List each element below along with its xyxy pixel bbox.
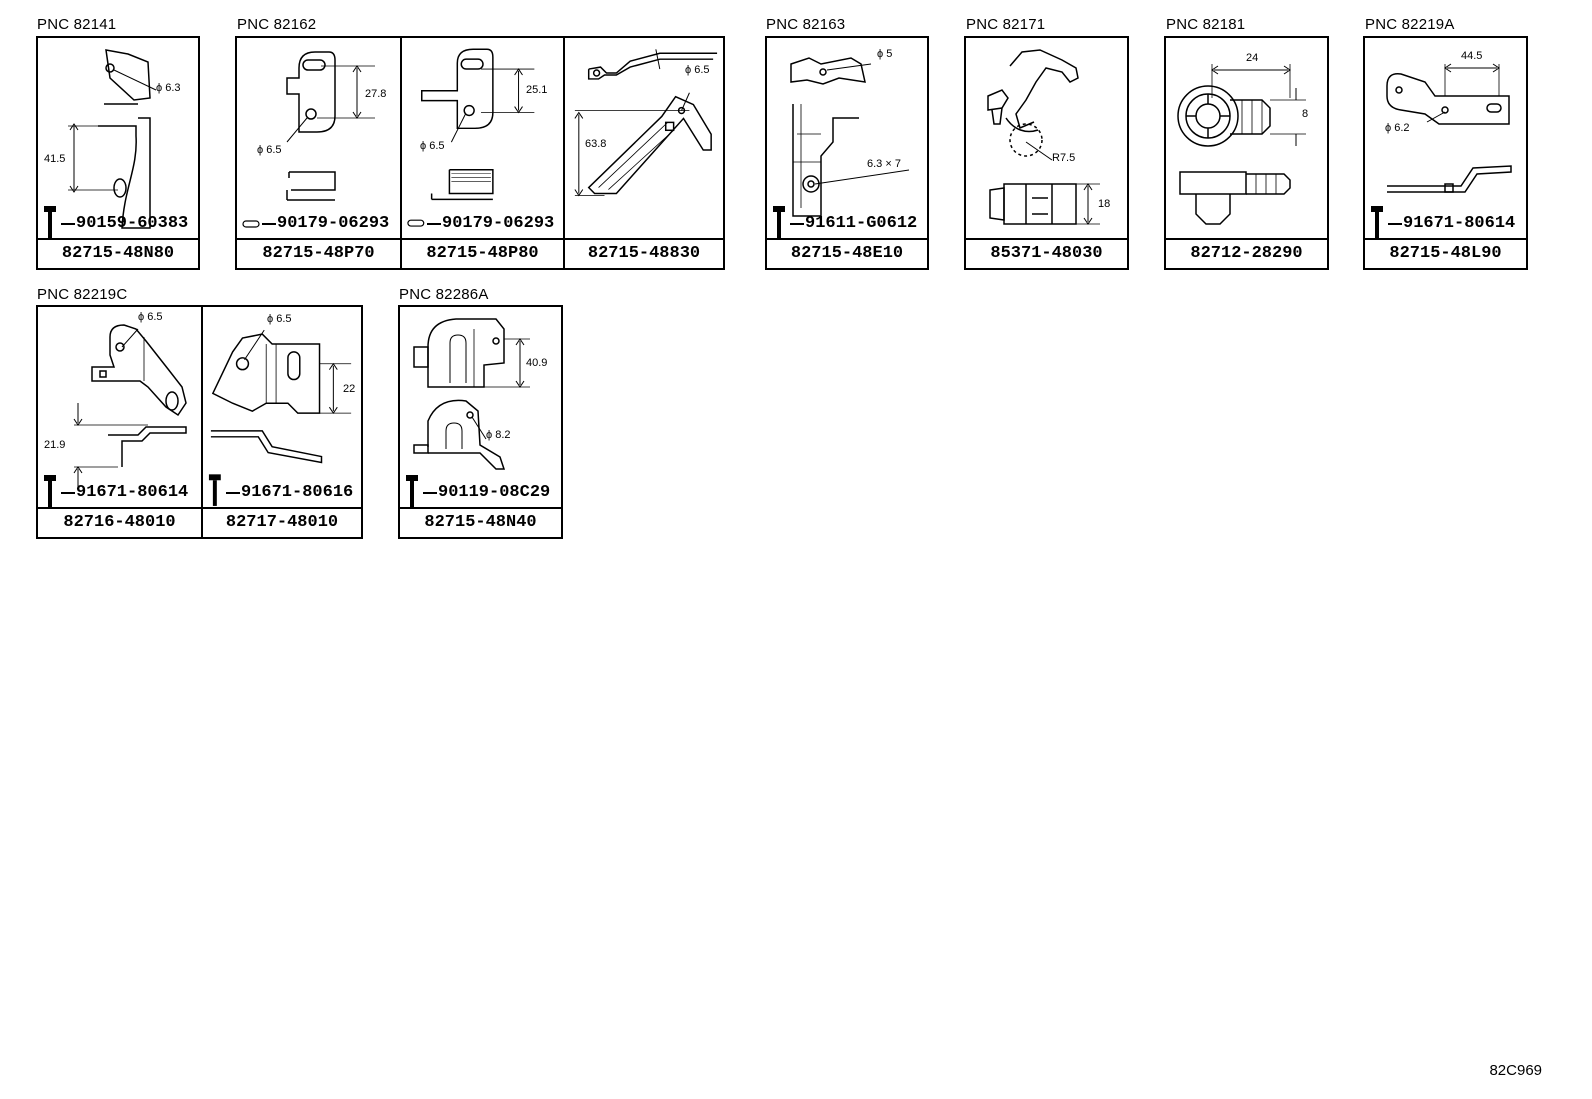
pnc-label: PNC 82163 bbox=[766, 16, 846, 33]
part-drawing bbox=[44, 324, 187, 507]
fastener-number: 90159-60383 bbox=[76, 214, 189, 233]
part-cell[interactable]: 44.5 ϕ 6.2 91671-80614 82715-48L90 bbox=[1365, 38, 1526, 268]
dimension-label: 21.9 bbox=[44, 439, 66, 451]
dimension-label: ϕ 6.5 bbox=[257, 144, 282, 156]
part-drawing bbox=[987, 49, 1100, 225]
leader-line bbox=[427, 223, 441, 225]
dimension-label: 24 bbox=[1246, 52, 1259, 64]
dimension-label: 63.8 bbox=[585, 138, 607, 150]
dimension-label: 40.9 bbox=[526, 357, 548, 369]
leader-line bbox=[226, 492, 240, 494]
dimension-label: ϕ 8.2 bbox=[486, 429, 511, 441]
part-drawing bbox=[407, 48, 535, 227]
part-box-82181: 24 8 82712-28290 bbox=[1164, 36, 1329, 270]
pnc-label: PNC 82286A bbox=[399, 286, 489, 303]
part-number: 82712-28290 bbox=[1166, 238, 1327, 268]
leader-line bbox=[423, 492, 437, 494]
part-number: 82715-48830 bbox=[565, 238, 723, 268]
dimension-label: 27.8 bbox=[365, 88, 387, 100]
part-box-82163: ϕ 5 6.3 × 7 91611-G0612 82715-48E10 bbox=[765, 36, 929, 270]
part-cell[interactable]: ϕ 6.5 63.8 82715-48830 bbox=[563, 38, 723, 268]
diagram-id: 82C969 bbox=[1489, 1062, 1542, 1079]
part-drawing bbox=[1371, 63, 1512, 238]
part-box-82141: ϕ 6.3 41.5 90159-60383 82715-48N80 bbox=[36, 36, 200, 270]
part-drawing bbox=[406, 318, 530, 507]
fastener-callout: 91611-G0612 bbox=[789, 214, 917, 234]
pnc-label: PNC 82181 bbox=[1166, 16, 1246, 33]
leader-line bbox=[262, 223, 276, 225]
part-number: 82715-48N40 bbox=[400, 507, 561, 537]
dimension-label: 41.5 bbox=[44, 153, 66, 165]
part-number: 82715-48L90 bbox=[1365, 238, 1526, 268]
dimension-label: 8 bbox=[1302, 108, 1309, 120]
fastener-number: 90179-06293 bbox=[442, 214, 555, 233]
part-box-82219C: ϕ 6.5 21.9 91671-80614 82716-48010 ϕ 6.5… bbox=[36, 305, 363, 539]
dimension-label: 18 bbox=[1098, 198, 1111, 210]
fastener-number: 90119-08C29 bbox=[438, 483, 551, 502]
dimension-label: ϕ 6.5 bbox=[267, 313, 292, 325]
fastener-number: 90179-06293 bbox=[277, 214, 390, 233]
part-cell[interactable]: 24 8 82712-28290 bbox=[1166, 38, 1327, 268]
dimension-label: ϕ 6.5 bbox=[420, 140, 445, 152]
fastener-number: 91611-G0612 bbox=[805, 214, 918, 233]
part-box-82162: 27.8 ϕ 6.5 90179-06293 82715-48P70 25.1 … bbox=[235, 36, 725, 270]
leader-line bbox=[1388, 223, 1402, 225]
dimension-label: ϕ 6.5 bbox=[138, 311, 163, 323]
part-cell[interactable]: ϕ 6.5 21.9 91671-80614 82716-48010 bbox=[38, 307, 201, 537]
fastener-callout: 90179-06293 bbox=[261, 214, 389, 234]
part-cell[interactable]: 27.8 ϕ 6.5 90179-06293 82715-48P70 bbox=[237, 38, 400, 268]
part-cell[interactable]: ϕ 6.3 41.5 90159-60383 82715-48N80 bbox=[38, 38, 198, 268]
dimension-label: 6.3 × 7 bbox=[867, 158, 901, 170]
part-drawing bbox=[44, 49, 157, 238]
part-number: 82717-48010 bbox=[203, 507, 361, 537]
part-drawing bbox=[574, 49, 718, 197]
dimension-label: ϕ 6.5 bbox=[685, 64, 710, 76]
leader-line bbox=[61, 223, 75, 225]
fastener-callout: 91671-80614 bbox=[60, 483, 188, 503]
part-cell[interactable]: ϕ 5 6.3 × 7 91611-G0612 82715-48E10 bbox=[767, 38, 927, 268]
part-box-82171: R7.5 18 85371-48030 bbox=[964, 36, 1129, 270]
dimension-label: ϕ 5 bbox=[877, 48, 893, 60]
part-drawing bbox=[208, 329, 352, 506]
part-number: 82715-48N80 bbox=[38, 238, 198, 268]
part-cell[interactable]: 25.1 ϕ 6.5 90179-06293 82715-48P80 bbox=[400, 38, 563, 268]
pnc-label: PNC 82171 bbox=[966, 16, 1046, 33]
leader-line bbox=[61, 492, 75, 494]
leader-line bbox=[790, 223, 804, 225]
part-drawing bbox=[1177, 64, 1306, 225]
dimension-label: 25.1 bbox=[526, 84, 548, 96]
pnc-label: PNC 82162 bbox=[237, 16, 317, 33]
part-cell[interactable]: R7.5 18 85371-48030 bbox=[966, 38, 1127, 268]
pnc-label: PNC 82219C bbox=[37, 286, 128, 303]
fastener-callout: 91671-80614 bbox=[1387, 214, 1515, 234]
dimension-label: R7.5 bbox=[1052, 152, 1076, 164]
part-cell[interactable]: 40.9 ϕ 8.2 90119-08C29 82715-48N40 bbox=[400, 307, 561, 537]
dimension-label: 44.5 bbox=[1461, 50, 1483, 62]
fastener-callout: 91671-80616 bbox=[225, 483, 353, 503]
fastener-callout: 90179-06293 bbox=[426, 214, 554, 234]
part-drawing bbox=[242, 51, 375, 228]
dimension-label: 22 bbox=[343, 383, 356, 395]
part-drawing bbox=[773, 57, 910, 238]
fastener-number: 91671-80614 bbox=[1403, 214, 1516, 233]
dimension-label: ϕ 6.2 bbox=[1385, 122, 1410, 134]
part-box-82286A: 40.9 ϕ 8.2 90119-08C29 82715-48N40 bbox=[398, 305, 563, 539]
fastener-number: 91671-80614 bbox=[76, 483, 189, 502]
part-number: 82716-48010 bbox=[38, 507, 201, 537]
part-cell[interactable]: ϕ 6.5 22 91671-80616 82717-48010 bbox=[201, 307, 361, 537]
pnc-label: PNC 82219A bbox=[1365, 16, 1455, 33]
part-number: 82715-48P80 bbox=[402, 238, 563, 268]
part-number: 82715-48E10 bbox=[767, 238, 927, 268]
fastener-callout: 90119-08C29 bbox=[422, 483, 550, 503]
part-box-82219A: 44.5 ϕ 6.2 91671-80614 82715-48L90 bbox=[1363, 36, 1528, 270]
dimension-label: ϕ 6.3 bbox=[156, 82, 181, 94]
part-number: 82715-48P70 bbox=[237, 238, 400, 268]
fastener-callout: 90159-60383 bbox=[60, 214, 188, 234]
part-number: 85371-48030 bbox=[966, 238, 1127, 268]
fastener-number: 91671-80616 bbox=[241, 483, 354, 502]
pnc-label: PNC 82141 bbox=[37, 16, 117, 33]
